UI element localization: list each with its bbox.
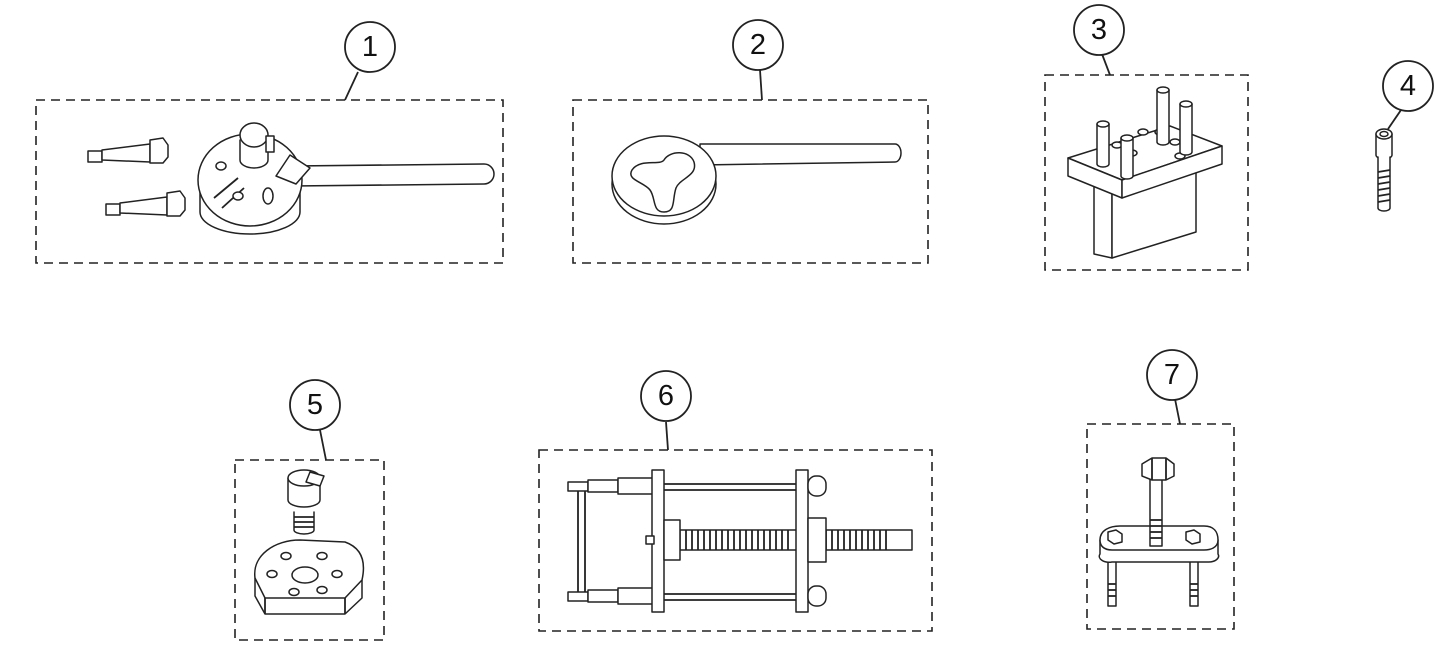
item-1-disc xyxy=(197,122,311,235)
item-1-pin-upper xyxy=(87,137,169,164)
item-2-frame xyxy=(572,99,929,264)
item-4-screw xyxy=(1375,128,1393,212)
item-5-group: 5 xyxy=(234,379,385,641)
item-6-frame xyxy=(538,449,933,632)
item-1-group: 1 xyxy=(35,21,504,264)
item-4-callout: 4 xyxy=(1382,60,1434,112)
item-7-legs xyxy=(1107,559,1199,607)
item-2-callout: 2 xyxy=(732,19,784,71)
item-4-number: 4 xyxy=(1400,70,1416,102)
item-1-pin-lower xyxy=(105,190,186,217)
item-4-group: 4 xyxy=(1375,60,1434,212)
item-2-head xyxy=(611,135,717,225)
item-7-bolt xyxy=(1141,457,1175,547)
item-3-number: 3 xyxy=(1091,14,1107,46)
item-1-callout: 1 xyxy=(344,21,396,73)
item-1-number: 1 xyxy=(362,31,378,63)
item-5-number: 5 xyxy=(307,389,323,421)
item-6-left-plate xyxy=(645,469,681,613)
item-2-number: 2 xyxy=(750,29,766,61)
item-5-callout: 5 xyxy=(289,379,341,431)
item-3-group: 3 xyxy=(1044,4,1249,271)
item-5-plug xyxy=(287,469,325,535)
item-6-number: 6 xyxy=(658,380,674,412)
item-7-bridge xyxy=(1098,525,1220,563)
item-7-number: 7 xyxy=(1164,359,1180,391)
item-2-group: 2 xyxy=(572,19,929,264)
item-6-rods xyxy=(567,477,798,605)
item-3-pins xyxy=(1096,86,1193,180)
item-3-callout: 3 xyxy=(1073,4,1125,56)
item-7-frame xyxy=(1086,423,1235,630)
item-2-handle xyxy=(699,143,902,166)
item-3-frame xyxy=(1044,74,1249,271)
item-6-group: 6 xyxy=(538,370,933,632)
item-6-callout: 6 xyxy=(640,370,692,422)
item-5-plate xyxy=(254,539,365,615)
item-1-frame xyxy=(35,99,504,264)
item-7-group: 7 xyxy=(1086,349,1235,630)
item-6-right-plate xyxy=(795,469,827,613)
item-7-callout: 7 xyxy=(1146,349,1198,401)
item-1-handle xyxy=(291,163,495,187)
